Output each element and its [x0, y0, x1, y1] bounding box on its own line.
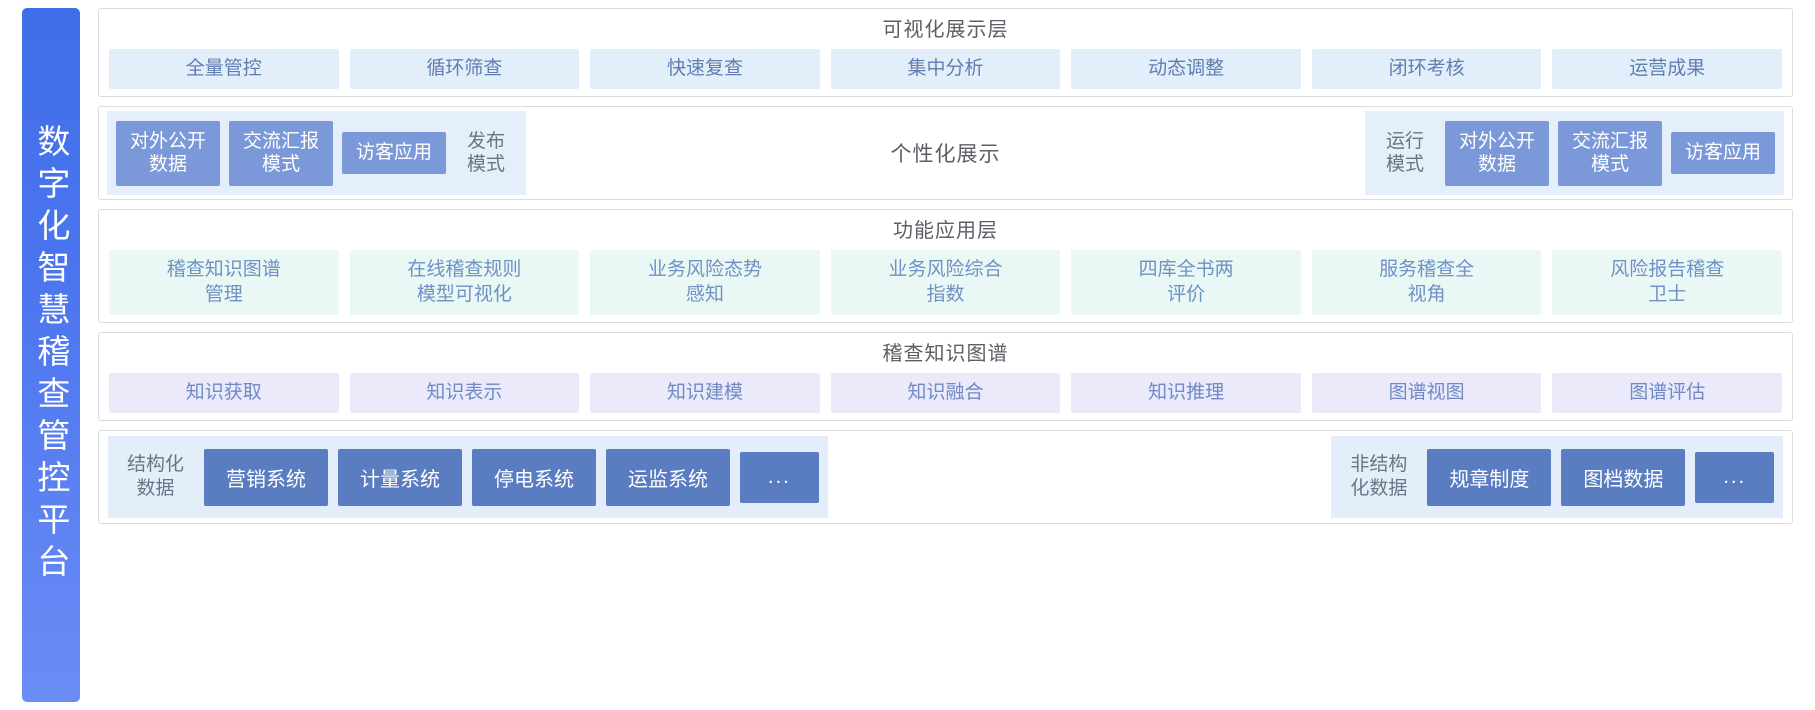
chip-knowledge-reasoning[interactable]: 知识推理 [1071, 372, 1301, 414]
chip-knowledge-fusion[interactable]: 知识融合 [830, 372, 1061, 414]
source-drawing-archive[interactable]: 图档数据 [1561, 448, 1686, 506]
mode-box-public-data-left[interactable]: 对外公开 数据 [116, 120, 221, 187]
layer-visualization: 可视化展示层 全量管控 循环筛查 快速复查 集中分析 动态调整 闭环考核 运营成… [98, 8, 1793, 98]
source-marketing-system[interactable]: 营销系统 [204, 448, 329, 506]
chip-bihuankaohe[interactable]: 闭环考核 [1311, 49, 1542, 90]
mode-box-visitor-app-right[interactable]: 访客应用 [1670, 132, 1775, 175]
layer-knowledge-graph: 稽查知识图谱 知识获取 知识表示 知识建模 知识融合 知识推理 图谱视图 图谱评… [98, 331, 1793, 422]
chip-quanliangguankong[interactable]: 全量管控 [109, 49, 339, 90]
runtime-mode-label: 运行 模式 [1385, 130, 1424, 176]
chip-knowledge-graph-management[interactable]: 稽查知识图谱 管理 [109, 250, 339, 315]
layer-knowledge-graph-items: 知识获取 知识表示 知识建模 知识融合 知识推理 图谱视图 图谱评估 [109, 372, 1783, 414]
platform-title-rail: 数字化智慧稽查管控平台 [22, 8, 80, 702]
platform-title: 数字化智慧稽查管控平台 [32, 124, 70, 586]
layer-function-application-items: 稽查知识图谱 管理 在线稽查规则 模型可视化 业务风险态势 感知 业务风险综合 … [109, 250, 1783, 315]
data-source-spacer [827, 431, 1332, 524]
mode-box-report-mode-right[interactable]: 交流汇报 模式 [1557, 120, 1662, 187]
source-metering-system[interactable]: 计量系统 [338, 448, 463, 506]
mode-box-visitor-app-left[interactable]: 访客应用 [342, 132, 447, 175]
layer-data-sources: 结构化 数据 营销系统 计量系统 停电系统 运监系统 ... 非结构 化数据 规… [98, 430, 1793, 525]
mode-box-report-mode-left[interactable]: 交流汇报 模式 [229, 120, 334, 187]
unstructured-data-label: 非结构 化数据 [1350, 453, 1408, 500]
source-unstructured-more[interactable]: ... [1695, 451, 1774, 503]
source-structured-more[interactable]: ... [740, 451, 819, 503]
layer-visualization-items: 全量管控 循环筛查 快速复查 集中分析 动态调整 闭环考核 运营成果 [109, 49, 1783, 90]
unstructured-data-group: 非结构 化数据 规章制度 图档数据 ... [1331, 436, 1783, 519]
structured-data-group: 结构化 数据 营销系统 计量系统 停电系统 运监系统 ... [108, 436, 828, 519]
chip-graph-evaluation[interactable]: 图谱评估 [1552, 372, 1783, 414]
publish-mode-group: 对外公开 数据 交流汇报 模式 访客应用 发布 模式 [107, 111, 527, 196]
chip-business-risk-situation[interactable]: 业务风险态势 感知 [590, 250, 820, 315]
chip-risk-report-guard[interactable]: 风险报告稽查 卫士 [1552, 250, 1783, 315]
layer-function-application-title: 功能应用层 [893, 220, 998, 243]
layer-stack: 可视化展示层 全量管控 循环筛查 快速复查 集中分析 动态调整 闭环考核 运营成… [98, 8, 1815, 702]
structured-data-label: 结构化 数据 [127, 453, 185, 500]
publish-mode-label: 发布 模式 [467, 130, 506, 176]
chip-service-audit-full-view[interactable]: 服务稽查全 视角 [1311, 250, 1542, 315]
chip-knowledge-acquisition[interactable]: 知识获取 [109, 372, 339, 414]
chip-graph-view[interactable]: 图谱视图 [1311, 372, 1542, 414]
layer-knowledge-graph-title: 稽查知识图谱 [882, 342, 1009, 365]
chip-knowledge-modeling[interactable]: 知识建模 [590, 372, 820, 414]
chip-business-risk-index[interactable]: 业务风险综合 指数 [830, 250, 1061, 315]
chip-yunyingchengguo[interactable]: 运营成果 [1552, 49, 1783, 90]
mode-box-public-data-right[interactable]: 对外公开 数据 [1444, 120, 1549, 187]
chip-xunhuanshaicha[interactable]: 循环筛查 [349, 49, 580, 90]
chip-jizhongfenxi[interactable]: 集中分析 [830, 49, 1061, 90]
runtime-mode-group: 运行 模式 对外公开 数据 交流汇报 模式 访客应用 [1364, 111, 1784, 196]
source-outage-system[interactable]: 停电系统 [472, 448, 597, 506]
chip-online-rule-model-visual[interactable]: 在线稽查规则 模型可视化 [349, 250, 580, 315]
chip-knowledge-representation[interactable]: 知识表示 [349, 372, 580, 414]
chip-kuaisufucha[interactable]: 快速复查 [590, 49, 820, 90]
source-regulations[interactable]: 规章制度 [1427, 448, 1552, 506]
chip-siku-two-evaluation[interactable]: 四库全书两 评价 [1071, 250, 1301, 315]
layer-function-application: 功能应用层 稽查知识图谱 管理 在线稽查规则 模型可视化 业务风险态势 感知 业… [98, 209, 1793, 323]
layer-personalization: 对外公开 数据 交流汇报 模式 访客应用 发布 模式 个性化展示 运行 模式 对… [98, 106, 1793, 201]
chip-dongtaitiaozheng[interactable]: 动态调整 [1071, 49, 1301, 90]
source-operation-monitor-system[interactable]: 运监系统 [606, 448, 731, 506]
layer-personalization-title: 个性化展示 [526, 107, 1365, 200]
layer-visualization-title: 可视化展示层 [882, 19, 1009, 41]
